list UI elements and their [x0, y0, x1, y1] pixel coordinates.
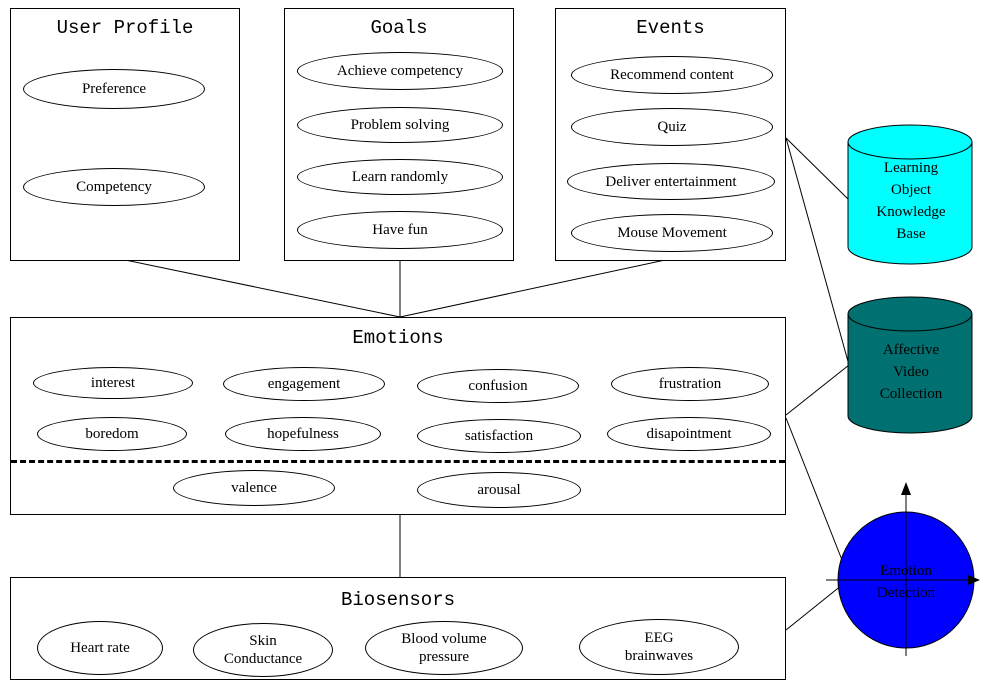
- events-title: Events: [636, 17, 705, 39]
- emotions-box: Emotions interest engagement confusion f…: [10, 317, 786, 515]
- goals-title: Goals: [370, 17, 428, 39]
- frustration-oval: frustration: [611, 367, 769, 401]
- goals-box: Goals Achieve competency Problem solving…: [284, 8, 514, 261]
- emotion-detection-diagram: [826, 482, 980, 656]
- hopefulness-oval: hopefulness: [225, 417, 381, 451]
- events-box: Events Recommend content Quiz Deliver en…: [555, 8, 786, 261]
- competency-oval: Competency: [23, 168, 205, 206]
- connector-events-emotions: [399, 259, 666, 318]
- dashed-divider: [11, 460, 785, 463]
- connector-events-affective-video: [785, 137, 850, 366]
- arousal-oval: arousal: [417, 472, 581, 508]
- affective-video-line2: Video: [893, 364, 929, 380]
- biosensors-title: Biosensors: [340, 589, 456, 611]
- interest-oval: interest: [33, 367, 193, 399]
- user-profile-box: User Profile Preference Competency: [10, 8, 240, 261]
- deliver-entertainment-oval: Deliver entertainment: [567, 163, 775, 200]
- connector-userprofile-emotions: [124, 259, 401, 318]
- learning-object-line3: Knowledge: [876, 204, 946, 220]
- learning-object-cylinder: [847, 124, 973, 265]
- blood-volume-line2: pressure: [419, 649, 469, 665]
- skin-conductance-oval: Skin Conductance: [193, 623, 333, 677]
- affective-video-cylinder-top: [847, 296, 973, 332]
- achieve-competency-oval: Achieve competency: [297, 52, 503, 90]
- connector-biosensors-emotion-detection: [785, 584, 843, 631]
- connector-events-learning-base: [785, 137, 850, 201]
- recommend-content-oval: Recommend content: [571, 56, 773, 94]
- valence-oval: valence: [173, 470, 335, 506]
- learning-object-line4: Base: [896, 226, 926, 242]
- affective-video-cylinder: [847, 296, 973, 434]
- have-fun-oval: Have fun: [297, 211, 503, 249]
- affective-video-label: Affective Video Collection: [846, 339, 976, 405]
- emotion-detection-line2: Detection: [876, 585, 936, 601]
- skin-conductance-line1: Skin: [249, 633, 277, 649]
- affective-video-line1: Affective: [882, 342, 940, 358]
- affective-video-line3: Collection: [879, 386, 943, 402]
- eeg-brainwaves-oval: EEG brainwaves: [579, 619, 739, 675]
- confusion-oval: confusion: [417, 369, 579, 403]
- heart-rate-label: Heart rate: [70, 640, 130, 656]
- engagement-oval: engagement: [223, 367, 385, 401]
- disapointment-oval: disapointment: [607, 417, 771, 451]
- user-profile-title: User Profile: [56, 17, 194, 39]
- heart-rate-oval: Heart rate: [37, 621, 163, 675]
- learning-object-label: Learning Object Knowledge Base: [846, 157, 976, 245]
- problem-solving-oval: Problem solving: [297, 107, 503, 143]
- connector-emotions-affective-video: [785, 364, 850, 416]
- preference-oval: Preference: [23, 69, 205, 109]
- eeg-line2: brainwaves: [624, 648, 694, 664]
- blood-volume-line1: Blood volume: [401, 631, 487, 647]
- mouse-movement-oval: Mouse Movement: [571, 214, 773, 252]
- quiz-oval: Quiz: [571, 108, 773, 146]
- skin-conductance-line2: Conductance: [223, 651, 303, 667]
- satisfaction-oval: satisfaction: [417, 419, 581, 453]
- emotion-detection-label: Emotion Detection: [836, 560, 976, 604]
- connector-emotions-emotion-detection: [785, 417, 843, 561]
- blood-volume-pressure-oval: Blood volume pressure: [365, 621, 523, 675]
- affective-video-cylinder-body: [847, 313, 973, 434]
- emotion-detection-line1: Emotion: [880, 563, 932, 579]
- learn-randomly-oval: Learn randomly: [297, 159, 503, 195]
- right-arrow-icon: [968, 575, 980, 585]
- biosensors-box: Biosensors Heart rate Skin Conductance B…: [10, 577, 786, 680]
- emotions-title: Emotions: [352, 327, 444, 349]
- learning-object-line2: Object: [891, 182, 931, 198]
- learning-object-cylinder-top: [847, 124, 973, 160]
- eeg-line1: EEG: [644, 630, 674, 646]
- learning-object-cylinder-body: [847, 141, 973, 265]
- up-arrow-icon: [901, 482, 911, 495]
- learning-object-line1: Learning: [883, 160, 939, 176]
- boredom-oval: boredom: [37, 417, 187, 451]
